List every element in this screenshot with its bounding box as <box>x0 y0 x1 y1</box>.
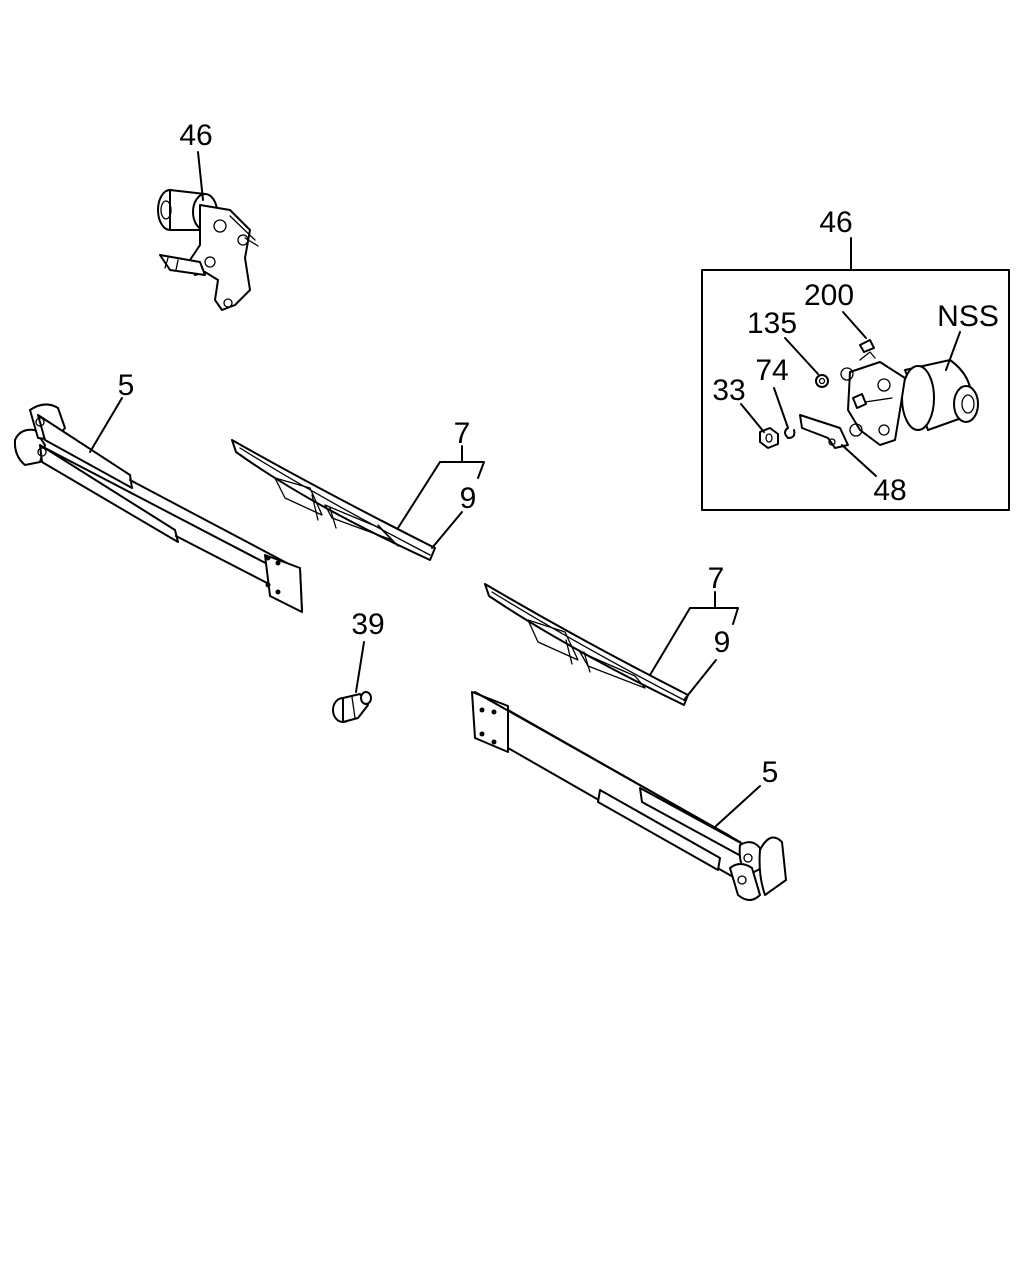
leader-line-5-right <box>715 785 761 827</box>
leader-line-5-left <box>89 397 123 453</box>
leader-line-46 <box>197 151 204 201</box>
inset-washer-135 <box>815 374 829 388</box>
inset-bracket-48 <box>799 414 849 449</box>
leader-line-39 <box>355 641 365 693</box>
inset-nut-33 <box>759 427 779 449</box>
wiper-arm-right-part-5 <box>471 691 787 901</box>
inset-frame <box>701 269 1010 511</box>
part-label-9-lower: 9 <box>714 626 731 659</box>
leader-bracket-7-9-lower <box>649 591 739 701</box>
part-label-39: 39 <box>351 608 384 641</box>
part-label-7-lower: 7 <box>708 562 725 595</box>
part-label-48: 48 <box>873 474 906 507</box>
leader-line-33 <box>740 403 765 433</box>
leader-line-135 <box>784 337 819 375</box>
wiper-blade-upper-parts-7-9 <box>231 439 436 561</box>
wiper-motor-part-46 <box>157 189 259 311</box>
part-label-5-left: 5 <box>118 369 135 402</box>
leader-line-200 <box>842 311 867 339</box>
part-label-135: 135 <box>747 307 797 340</box>
part-label-9-upper: 9 <box>460 482 477 515</box>
part-label-74: 74 <box>755 354 788 387</box>
inset-exploded-view-46: 46 <box>701 206 1010 511</box>
nut-part-39 <box>332 691 372 723</box>
leader-line-nss <box>945 331 961 371</box>
part-label-46: 46 <box>179 119 212 152</box>
leader-line-74 <box>773 387 789 429</box>
wiper-arm-left-part-5 <box>13 403 303 613</box>
inset-motor-body-nss <box>840 351 979 446</box>
part-label-inset-46: 46 <box>819 206 852 239</box>
part-label-5-right: 5 <box>762 756 779 789</box>
part-label-33: 33 <box>712 374 745 407</box>
part-label-7-upper: 7 <box>454 417 471 450</box>
wiper-blade-lower-parts-7-9 <box>484 583 689 706</box>
part-label-200: 200 <box>804 279 854 312</box>
inset-pin-200 <box>859 339 875 353</box>
inset-ring-74 <box>784 427 796 439</box>
leader-line-48 <box>841 444 877 477</box>
part-label-nss: NSS <box>937 300 999 333</box>
leader-bracket-7-9-upper <box>397 445 485 549</box>
